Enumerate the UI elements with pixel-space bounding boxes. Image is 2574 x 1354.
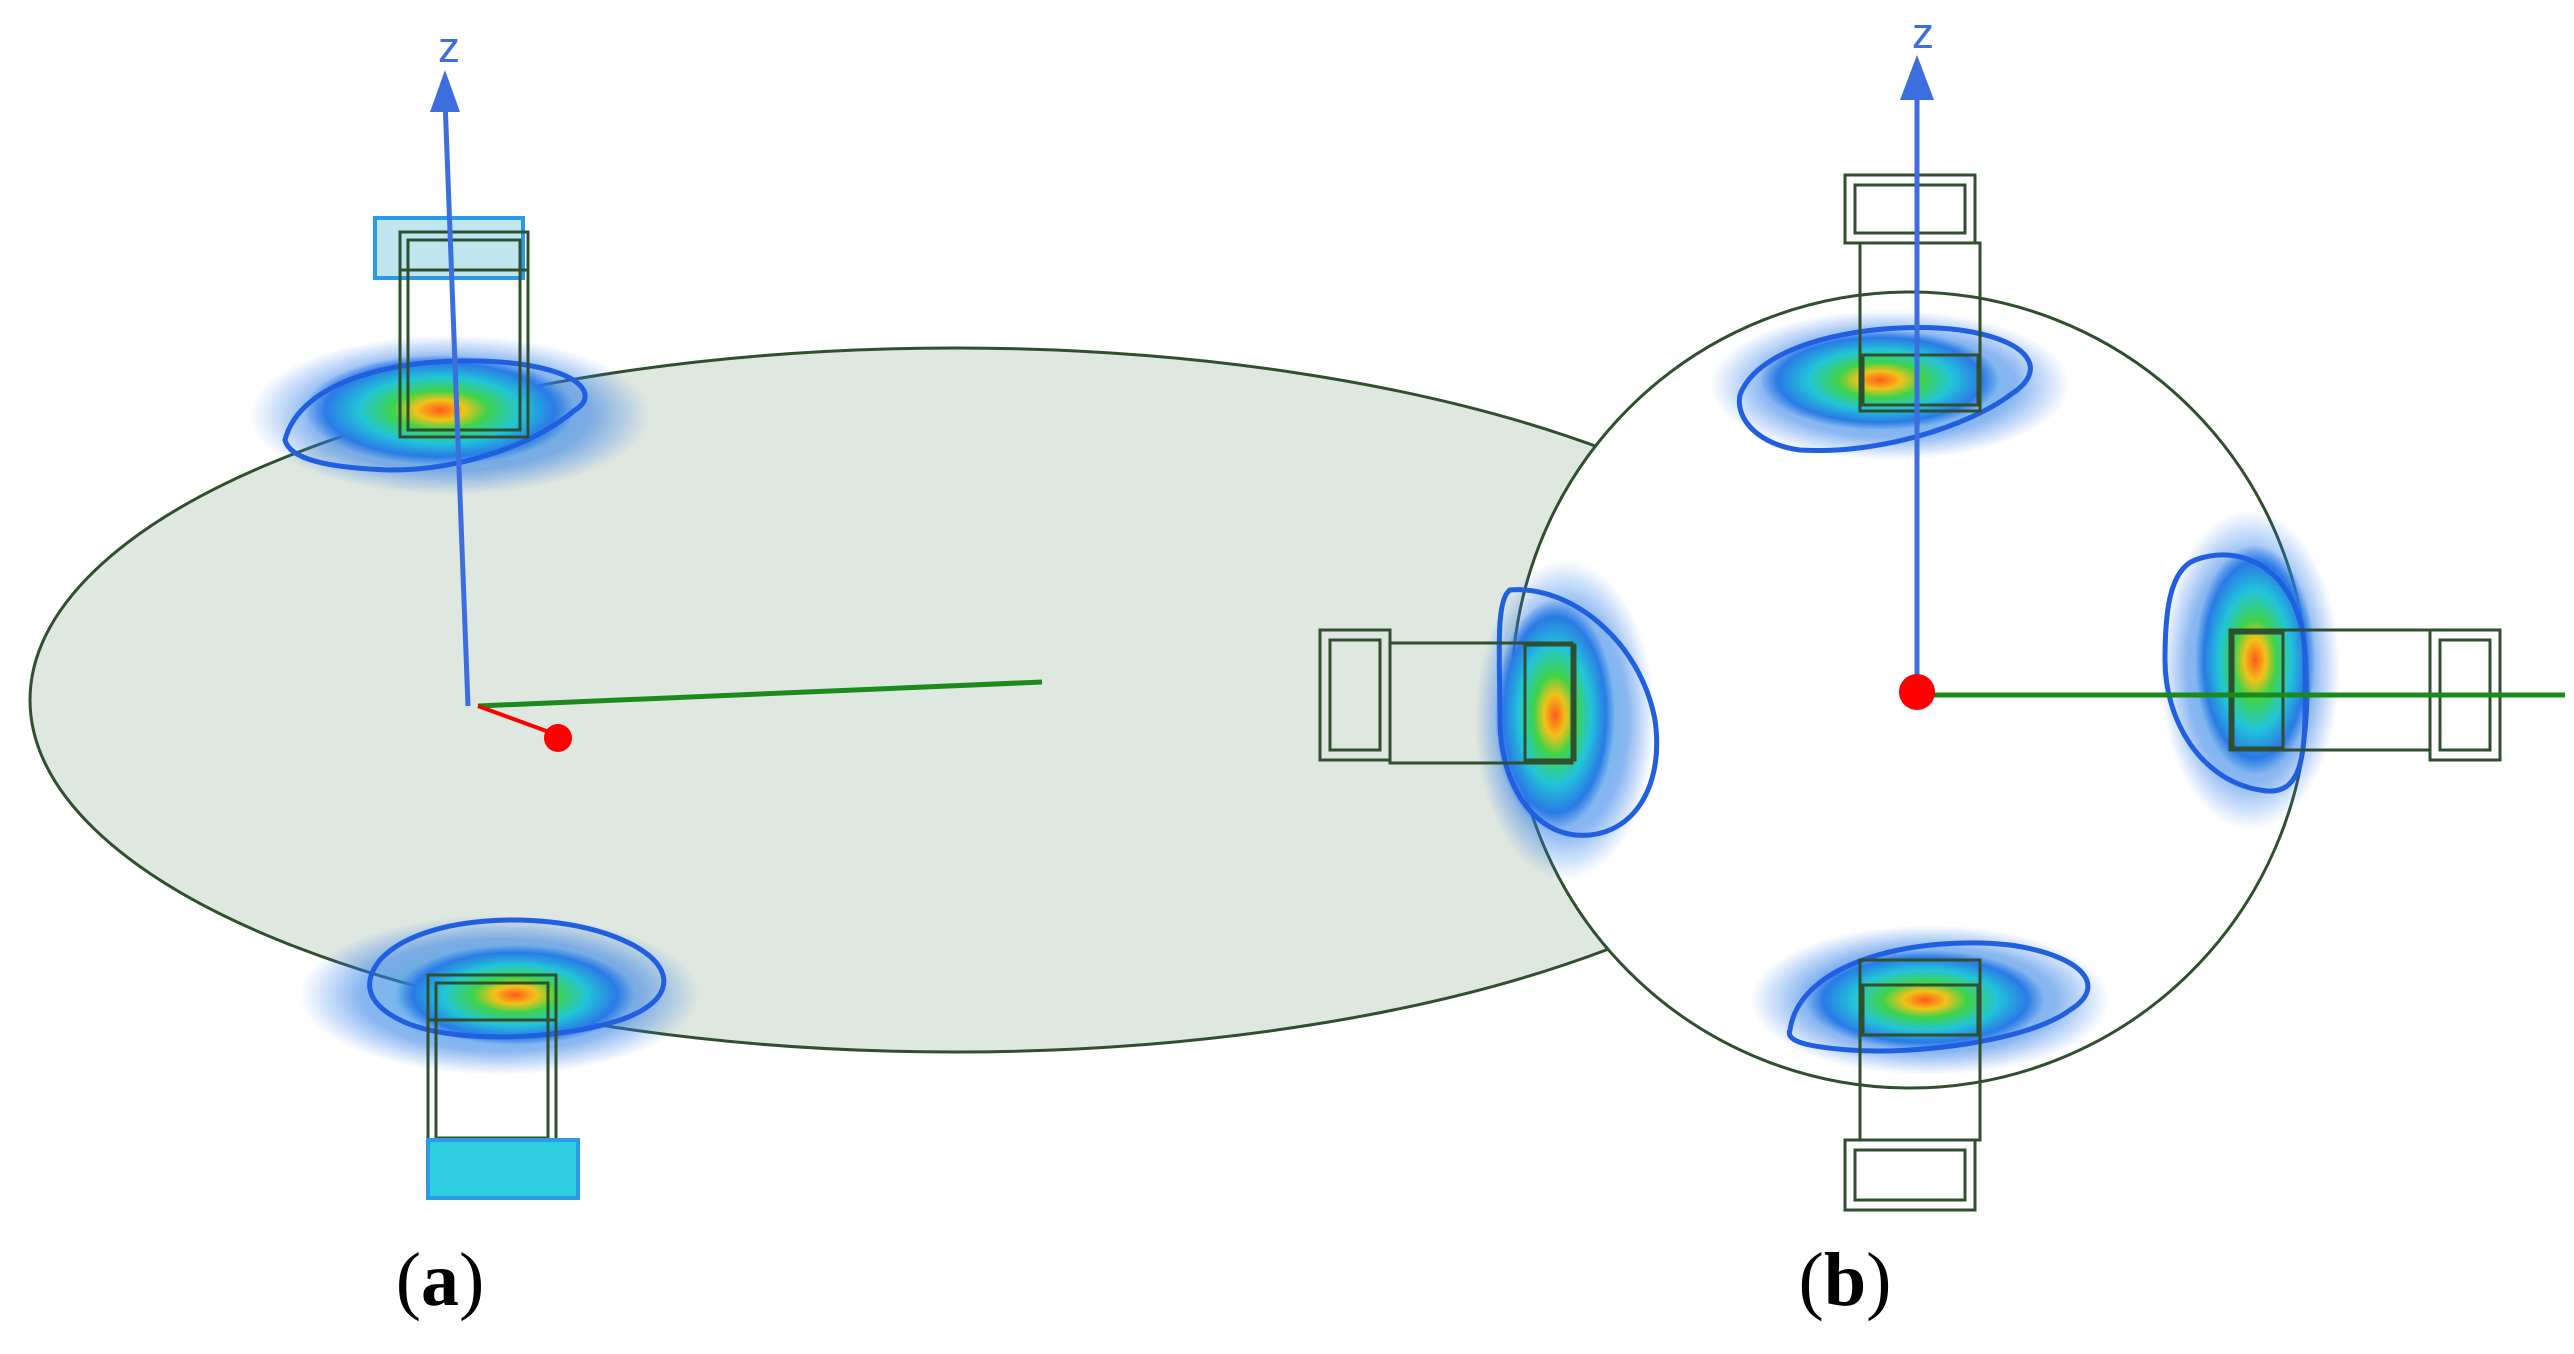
origin-marker-b (1899, 674, 1935, 710)
z-axis-a (442, 99, 471, 707)
field-contour-b-right (2162, 552, 2308, 794)
port-b-top-feed (1861, 353, 1980, 407)
port-b-right-feed (2231, 631, 2285, 750)
port-b-left-cap-inner (1328, 638, 1382, 752)
port-b-left-feed (1523, 643, 1577, 762)
field-spot-b-right (2195, 545, 2315, 775)
field-spot-b-left (1495, 600, 1615, 830)
port-b-bottom-feed (1861, 983, 1980, 1037)
field-contour-b-left (1496, 587, 1660, 838)
field-spot-b-bottom (1805, 950, 2045, 1050)
field-contour-a-bottom (367, 917, 667, 1040)
panel-b: z (b) (1318, 9, 2565, 1322)
port-b-top-cap-inner (1853, 183, 1967, 235)
panel-a: z (a) (28, 23, 1882, 1322)
port-b-bottom-cap-inner (1853, 1148, 1967, 1202)
port-a-bottom-cap (426, 1138, 580, 1200)
port-a-top-inner (406, 238, 522, 432)
field-contour-b-bottom (1786, 940, 2091, 1054)
port-b-left-body (1388, 641, 1574, 765)
field-spot-a-top (305, 355, 575, 465)
origin-marker-a (544, 724, 572, 752)
port-a-top-body (398, 230, 530, 439)
y-axis-a (477, 679, 1043, 709)
caption-a: (a) (396, 1238, 485, 1322)
z-axis-label-a: z (438, 23, 460, 72)
port-b-top-body (1858, 241, 1982, 413)
z-axis-label-b: z (1912, 9, 1934, 58)
port-b-bottom-cap (1843, 1138, 1977, 1212)
z-axis-arrow-a (430, 70, 460, 112)
z-axis-arrow-b (1900, 55, 1934, 100)
caption-b: (b) (1799, 1238, 1892, 1322)
field-spot-b-top (1760, 330, 2000, 430)
field-contour-b-top (1736, 325, 2033, 454)
field-contour-a-top (282, 358, 588, 473)
